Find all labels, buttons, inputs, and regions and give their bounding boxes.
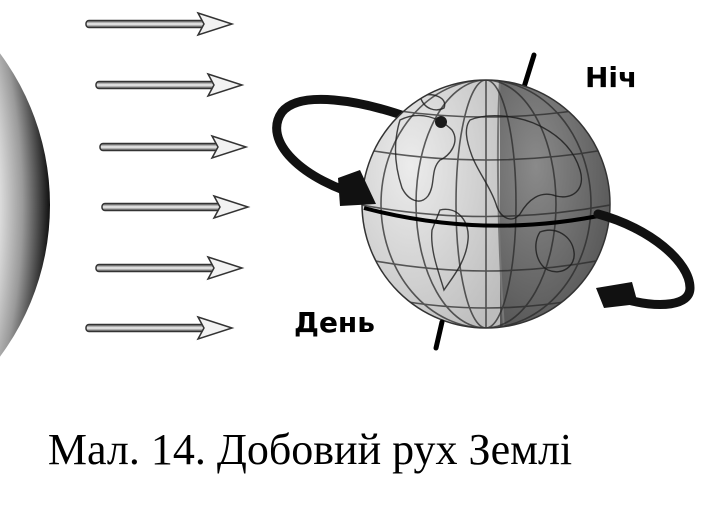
sunlight-arrow — [101, 194, 251, 220]
sunlight-arrows — [85, 11, 251, 341]
sunlight-arrow — [95, 255, 245, 281]
rotation-arrow-back — [272, 94, 415, 203]
sunlight-arrow — [85, 11, 235, 37]
night-label: Ніч — [585, 61, 637, 94]
rotation-arrow-head-left — [338, 170, 376, 206]
sunlight-arrow — [99, 134, 249, 160]
sunlight-arrow — [95, 72, 245, 98]
axis-line — [433, 319, 445, 351]
figure-caption: Мал. 14. Добовий рух Землі — [47, 425, 573, 474]
sunlight-arrow — [85, 315, 235, 341]
earth-rotation-diagram: Ніч День — [0, 11, 695, 357]
day-label: День — [294, 306, 375, 339]
rotation-arrow-head-right — [596, 282, 638, 308]
sun-shape — [0, 53, 50, 357]
rotation-arrow-front-right — [593, 209, 695, 309]
